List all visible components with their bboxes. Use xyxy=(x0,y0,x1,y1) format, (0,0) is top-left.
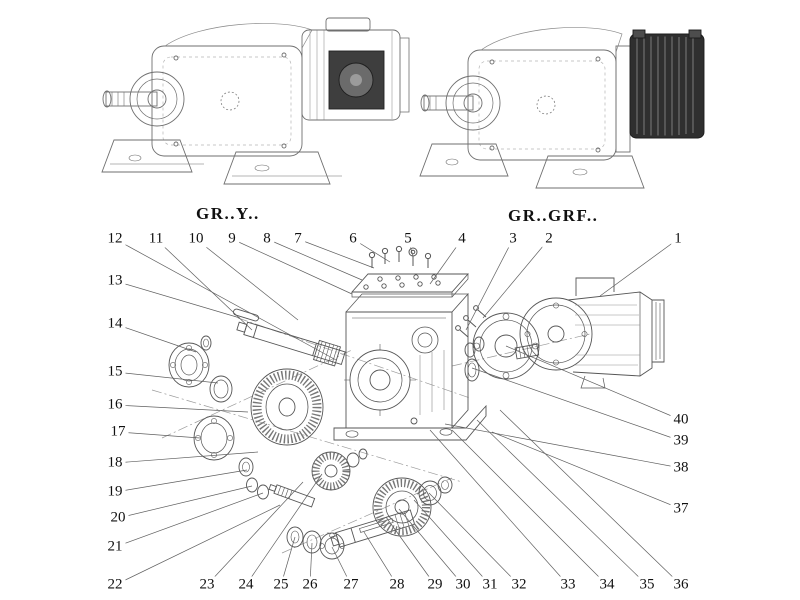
callout-26: 26 xyxy=(299,576,321,594)
output-shaft-assembly xyxy=(286,476,453,560)
leader-line-17 xyxy=(117,431,201,439)
leader-line-40 xyxy=(505,345,682,421)
callout-33: 33 xyxy=(557,576,579,594)
exploded-view xyxy=(151,245,665,560)
leader-line-15 xyxy=(114,371,219,384)
callout-10: 10 xyxy=(185,230,207,248)
callout-21: 21 xyxy=(104,538,126,556)
leader-line-7 xyxy=(297,238,375,269)
callout-38: 38 xyxy=(670,459,692,477)
leader-line-34 xyxy=(451,429,608,586)
callout-22: 22 xyxy=(104,576,126,594)
callout-9: 9 xyxy=(225,230,239,248)
motor-assembly xyxy=(455,277,665,389)
leader-line-30 xyxy=(398,508,464,586)
leader-line-37 xyxy=(491,431,682,510)
leader-line-39 xyxy=(471,367,682,442)
callout-11: 11 xyxy=(145,230,167,248)
callout-14: 14 xyxy=(104,315,126,333)
leader-line-24 xyxy=(245,473,323,586)
input-shaft-assembly xyxy=(168,308,368,508)
callout-37: 37 xyxy=(670,500,692,518)
leader-line-11 xyxy=(155,238,253,331)
callout-25: 25 xyxy=(270,576,292,594)
callout-1: 1 xyxy=(671,230,685,248)
leader-line-36 xyxy=(499,409,682,586)
leader-line-9 xyxy=(231,238,353,295)
callout-8: 8 xyxy=(260,230,274,248)
leader-line-35 xyxy=(476,419,648,586)
callout-36: 36 xyxy=(670,576,692,594)
callout-20: 20 xyxy=(107,509,129,527)
callout-16: 16 xyxy=(104,396,126,414)
callout-40: 40 xyxy=(670,411,692,429)
leader-line-29 xyxy=(385,516,436,586)
callout-7: 7 xyxy=(291,230,305,248)
leader-line-8 xyxy=(266,238,363,281)
callout-12: 12 xyxy=(104,230,126,248)
callout-4: 4 xyxy=(455,230,469,248)
callout-2: 2 xyxy=(542,230,556,248)
callout-23: 23 xyxy=(196,576,218,594)
leader-line-38 xyxy=(444,423,682,469)
callout-17: 17 xyxy=(107,423,129,441)
leader-line-21 xyxy=(114,492,264,548)
leader-line-18 xyxy=(114,451,259,464)
leader-line-3 xyxy=(465,238,514,331)
leader-line-13 xyxy=(114,280,241,319)
callout-39: 39 xyxy=(670,432,692,450)
callout-27: 27 xyxy=(340,576,362,594)
housing xyxy=(333,245,487,441)
leader-line-22 xyxy=(114,504,281,586)
callout-35: 35 xyxy=(636,576,658,594)
callout-5: 5 xyxy=(401,230,415,248)
leader-line-10 xyxy=(195,238,299,321)
leader-line-12 xyxy=(114,238,337,361)
callout-13: 13 xyxy=(104,272,126,290)
leader-line-33 xyxy=(429,429,569,586)
leader-line-23 xyxy=(206,481,304,586)
callout-34: 34 xyxy=(596,576,618,594)
leader-line-14 xyxy=(114,323,197,353)
assembled-view-gr-grf xyxy=(419,27,705,189)
callout-24: 24 xyxy=(235,576,257,594)
leader-line-16 xyxy=(114,404,249,413)
view-label-gr-grf: GR..GRF.. xyxy=(508,206,599,225)
callout-31: 31 xyxy=(479,576,501,594)
leader-line-1 xyxy=(599,238,679,297)
leader-line-31 xyxy=(413,499,491,586)
leader-line-20 xyxy=(117,485,253,519)
callout-15: 15 xyxy=(104,363,126,381)
callout-30: 30 xyxy=(452,576,474,594)
callout-18: 18 xyxy=(104,454,126,472)
leader-line-2 xyxy=(482,238,550,319)
callout-32: 32 xyxy=(508,576,530,594)
view-label-gr-y: GR..Y.. xyxy=(196,204,260,223)
callout-28: 28 xyxy=(386,576,408,594)
callout-29: 29 xyxy=(424,576,446,594)
callout-3: 3 xyxy=(506,230,520,248)
callout-6: 6 xyxy=(346,230,360,248)
leader-line-28 xyxy=(363,531,398,586)
leader-line-32 xyxy=(428,492,520,586)
assembled-view-gr-y xyxy=(101,17,410,185)
leader-line-19 xyxy=(114,469,248,493)
callout-19: 19 xyxy=(104,483,126,501)
